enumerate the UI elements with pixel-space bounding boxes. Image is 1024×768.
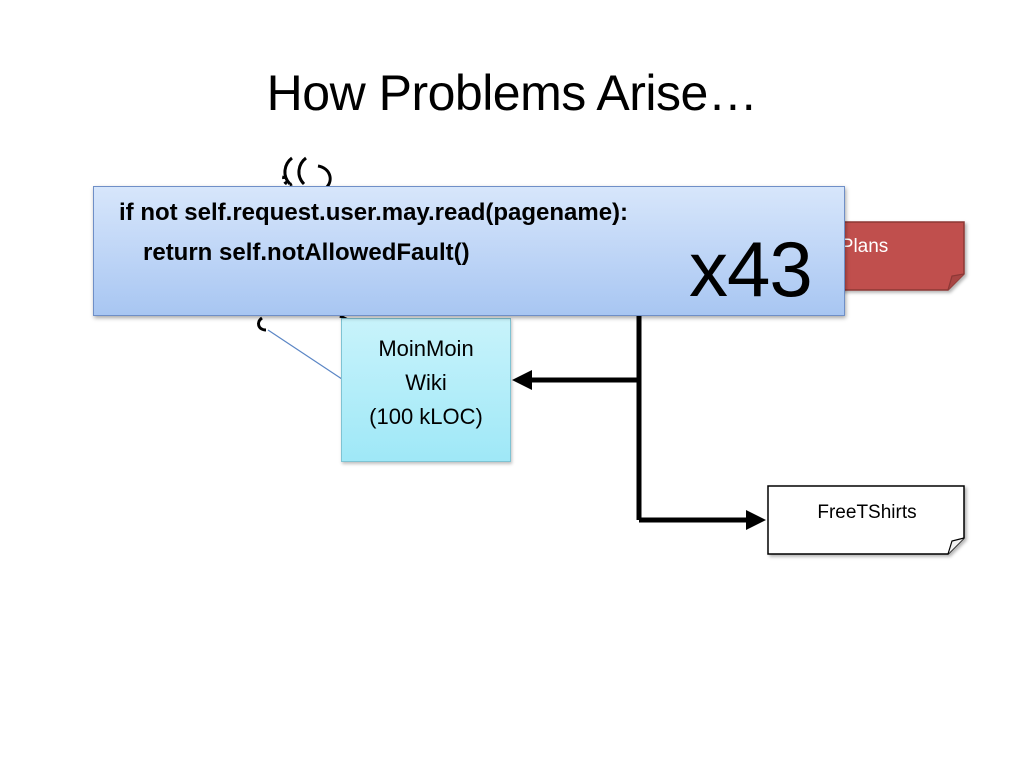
- moinmoin-wiki-label: MoinMoin Wiki (100 kLOC): [341, 332, 511, 434]
- wiki-line-type: Wiki: [405, 370, 447, 395]
- freetshirts-fold: [947, 537, 965, 555]
- occurrence-count: x43: [689, 225, 813, 313]
- wiki-line-name: MoinMoin: [378, 336, 474, 361]
- arrowhead-right-icon: [746, 510, 766, 530]
- connector-arrows: [530, 316, 748, 523]
- layoffplans-fold: [947, 273, 965, 291]
- code-line-return: return self.notAllowedFault(): [143, 239, 470, 266]
- freetshirts-label: FreeTShirts: [817, 502, 917, 523]
- wiki-line-size: (100 kLOC): [369, 404, 483, 429]
- moinmoin-wiki-box: [341, 318, 511, 462]
- code-line-condition: if not self.request.user.may.read(pagena…: [119, 199, 629, 226]
- slide-title: How Problems Arise…: [266, 65, 758, 121]
- arrowhead-left-icon: [512, 370, 532, 390]
- code-overlay-box: [93, 186, 845, 316]
